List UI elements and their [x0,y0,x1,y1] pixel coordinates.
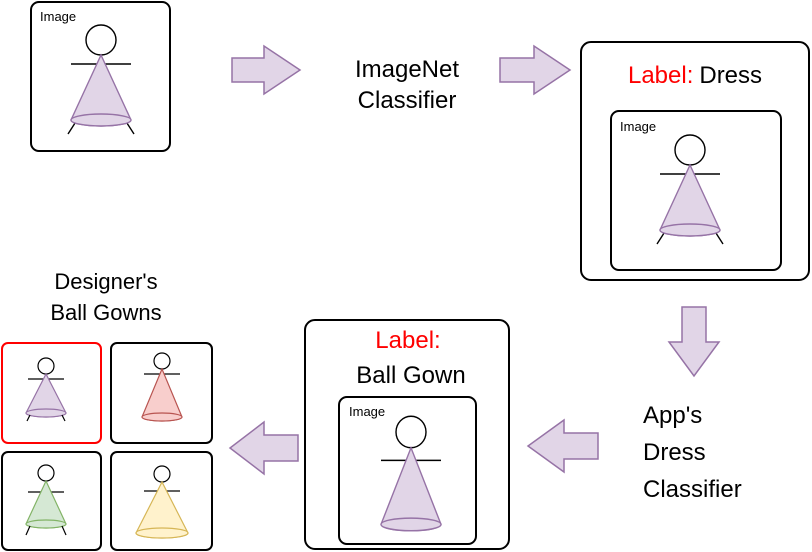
label-prefix: Label: [628,62,693,89]
imagenet-classifier: ImageNet Classifier [355,56,459,114]
apps-classifier-line1: App's [643,402,702,429]
start-image-label: Image [40,9,76,24]
start-image-box: Image [30,1,171,152]
arrow-left-icon [228,420,299,476]
imagenet-classifier-line2: Classifier [358,87,457,114]
arrow-right-icon [499,44,572,96]
gown-yellow-icon [135,465,189,539]
dress-result-label: Label:Dress [628,62,762,89]
ballgown-result-box: Label: Ball Gown Image [304,319,510,550]
designer-ball-gowns: Designer's Ball Gowns [1,269,213,551]
stick-figure-icon [380,415,442,532]
gown-tile-green[interactable] [1,451,102,551]
designer-title-line2: Ball Gowns [50,300,161,325]
dress-inner-image-label: Image [620,119,656,134]
ballgown-label-value: Ball Gown [356,362,465,389]
gown-green-icon [25,464,67,536]
ballgown-inner-image-label: Image [349,404,385,419]
ballgown-label-prefix: Label: [375,327,440,354]
apps-dress-classifier: App's Dress Classifier [643,402,742,503]
gown-tile-yellow[interactable] [110,451,213,551]
gown-tile-red[interactable] [110,342,213,444]
label-value: Dress [699,62,762,89]
dress-result-box: Label:Dress Image [580,41,810,281]
designer-title-line1: Designer's [54,269,157,294]
gown-tile-purple[interactable] [1,342,102,444]
apps-classifier-line3: Classifier [643,476,742,503]
arrow-left-icon [526,418,599,474]
arrow-right-icon [231,44,302,96]
apps-classifier-line2: Dress [643,439,706,466]
gown-purple-icon [25,357,67,422]
arrow-down-icon [667,306,721,378]
imagenet-classifier-line1: ImageNet [355,56,459,83]
gown-red-icon [141,352,183,422]
